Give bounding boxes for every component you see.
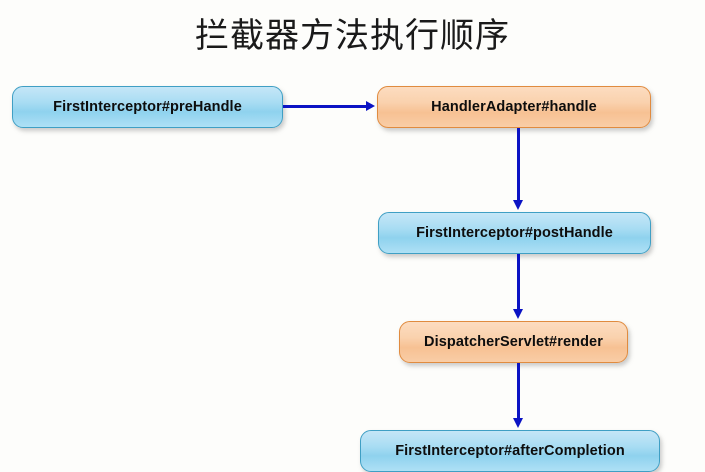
page-title: 拦截器方法执行顺序 — [195, 16, 510, 56]
node-label: FirstInterceptor#postHandle — [416, 225, 613, 241]
arrow-head-icon — [366, 101, 375, 111]
node-label: FirstInterceptor#afterCompletion — [395, 443, 625, 459]
arrow-head-icon — [513, 418, 523, 428]
edge-handle-to-posthandle — [517, 128, 520, 202]
edge-posthandle-to-render — [517, 254, 520, 311]
arrow-head-icon — [513, 309, 523, 319]
arrow-head-icon — [513, 200, 523, 210]
node-first-interceptor-prehandle[interactable]: FirstInterceptor#preHandle — [12, 86, 283, 128]
node-label: HandlerAdapter#handle — [431, 99, 597, 115]
node-label: FirstInterceptor#preHandle — [53, 99, 242, 115]
edge-render-to-aftercompletion — [517, 363, 520, 420]
node-first-interceptor-aftercompletion[interactable]: FirstInterceptor#afterCompletion — [360, 430, 660, 472]
node-first-interceptor-posthandle[interactable]: FirstInterceptor#postHandle — [378, 212, 651, 254]
node-dispatcher-servlet-render[interactable]: DispatcherServlet#render — [399, 321, 628, 363]
node-label: DispatcherServlet#render — [424, 334, 603, 350]
edge-prehandle-to-handle — [283, 105, 368, 108]
node-handler-adapter-handle[interactable]: HandlerAdapter#handle — [377, 86, 651, 128]
